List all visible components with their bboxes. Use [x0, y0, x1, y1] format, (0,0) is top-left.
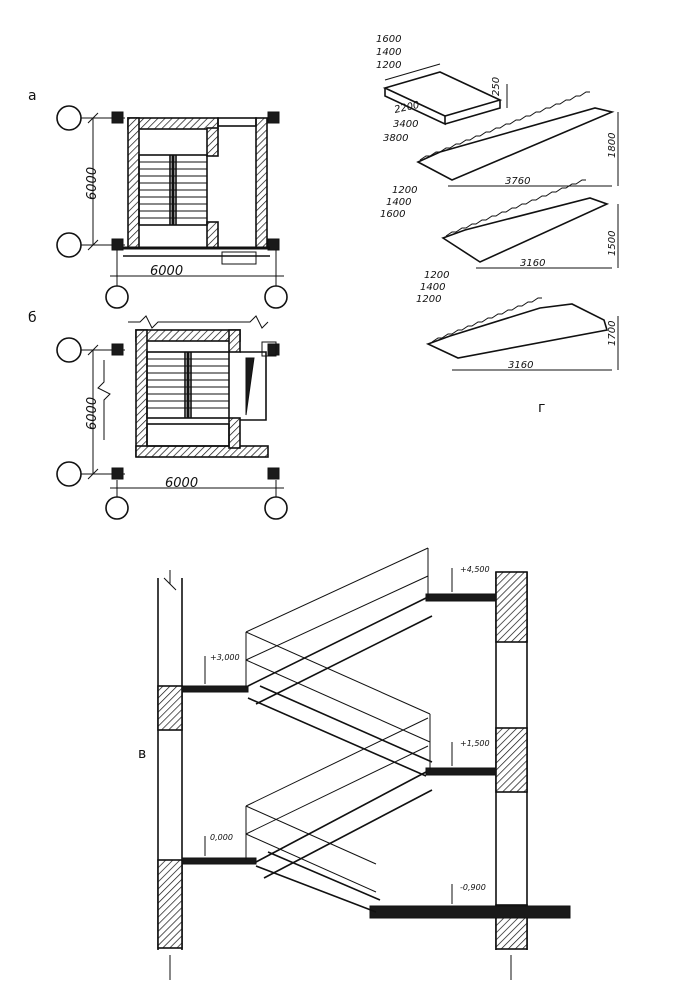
wall [127, 117, 140, 249]
level-mark: -0,900 [460, 883, 486, 892]
plan-a-dim-horizontal: 6000 [150, 264, 183, 279]
svg-text:1200: 1200 [416, 294, 441, 305]
svg-text:3160: 3160 [520, 258, 545, 269]
axis-marker [56, 232, 82, 258]
stair-flight-1: 3760 1800 1200 1400 1600 [380, 91, 619, 220]
stair-flight-2: 3160 1500 1200 1400 1200 [416, 179, 619, 305]
svg-text:3160: 3160 [508, 360, 533, 371]
svg-text:3800: 3800 [383, 133, 408, 144]
wall-section [495, 727, 528, 793]
svg-text:1400: 1400 [376, 47, 401, 58]
wall [255, 117, 268, 249]
column [267, 238, 280, 251]
wall-section [495, 571, 528, 643]
label-b: б [28, 310, 37, 326]
label-v: в [138, 746, 146, 762]
svg-text:1200: 1200 [392, 185, 417, 196]
level-mark: 0,000 [210, 833, 233, 842]
svg-text:1800: 1800 [607, 133, 618, 158]
plan-a-dim-vertical: 6000 [85, 167, 100, 200]
level-mark: +3,000 [210, 653, 240, 662]
svg-text:1200: 1200 [424, 270, 449, 281]
floor-slab-section [157, 685, 183, 731]
plan-b: б 6000 6000 [28, 310, 288, 520]
wall [127, 117, 219, 130]
axis-marker [56, 105, 82, 131]
axis-marker [264, 285, 288, 309]
wall [228, 329, 241, 353]
wall [206, 221, 219, 249]
floor-slab-section [157, 859, 183, 949]
svg-text:250: 250 [491, 77, 502, 96]
level-mark: +4,500 [460, 565, 490, 574]
precast-elements: 1600 1400 1200 2200 3400 3800 250 3760 1… [376, 34, 619, 416]
landing-slab: 1600 1400 1200 2200 3400 3800 250 [376, 34, 508, 144]
svg-text:1400: 1400 [386, 197, 411, 208]
stair-section: в [138, 547, 571, 980]
plan-b-dim-horizontal: 6000 [165, 476, 198, 491]
wall [135, 329, 148, 457]
axis-marker [56, 337, 82, 363]
axis-marker [105, 285, 129, 309]
column [111, 111, 124, 124]
plan-a: а 6000 6000 [28, 88, 288, 309]
wall [135, 329, 241, 342]
svg-text:3400: 3400 [393, 119, 418, 130]
svg-text:1200: 1200 [376, 60, 401, 71]
svg-text:1600: 1600 [376, 34, 401, 45]
svg-text:2200: 2200 [393, 100, 420, 116]
wall [135, 445, 269, 458]
svg-text:1600: 1600 [380, 209, 405, 220]
wall [206, 127, 219, 157]
column [267, 111, 280, 124]
svg-text:3760: 3760 [505, 176, 530, 187]
plan-b-dim-vertical: 6000 [85, 397, 100, 430]
svg-text:1500: 1500 [607, 231, 618, 256]
label-g: г [538, 400, 545, 416]
svg-text:1400: 1400 [420, 282, 445, 293]
column [111, 238, 124, 251]
axis-marker [264, 496, 288, 520]
stair-flight-3: 3160 1700 [425, 297, 619, 371]
axis-marker [105, 496, 129, 520]
level-mark: +1,500 [460, 739, 490, 748]
label-a: а [28, 88, 37, 104]
wall [228, 417, 241, 449]
svg-text:1700: 1700 [607, 321, 618, 346]
axis-marker [56, 461, 82, 487]
